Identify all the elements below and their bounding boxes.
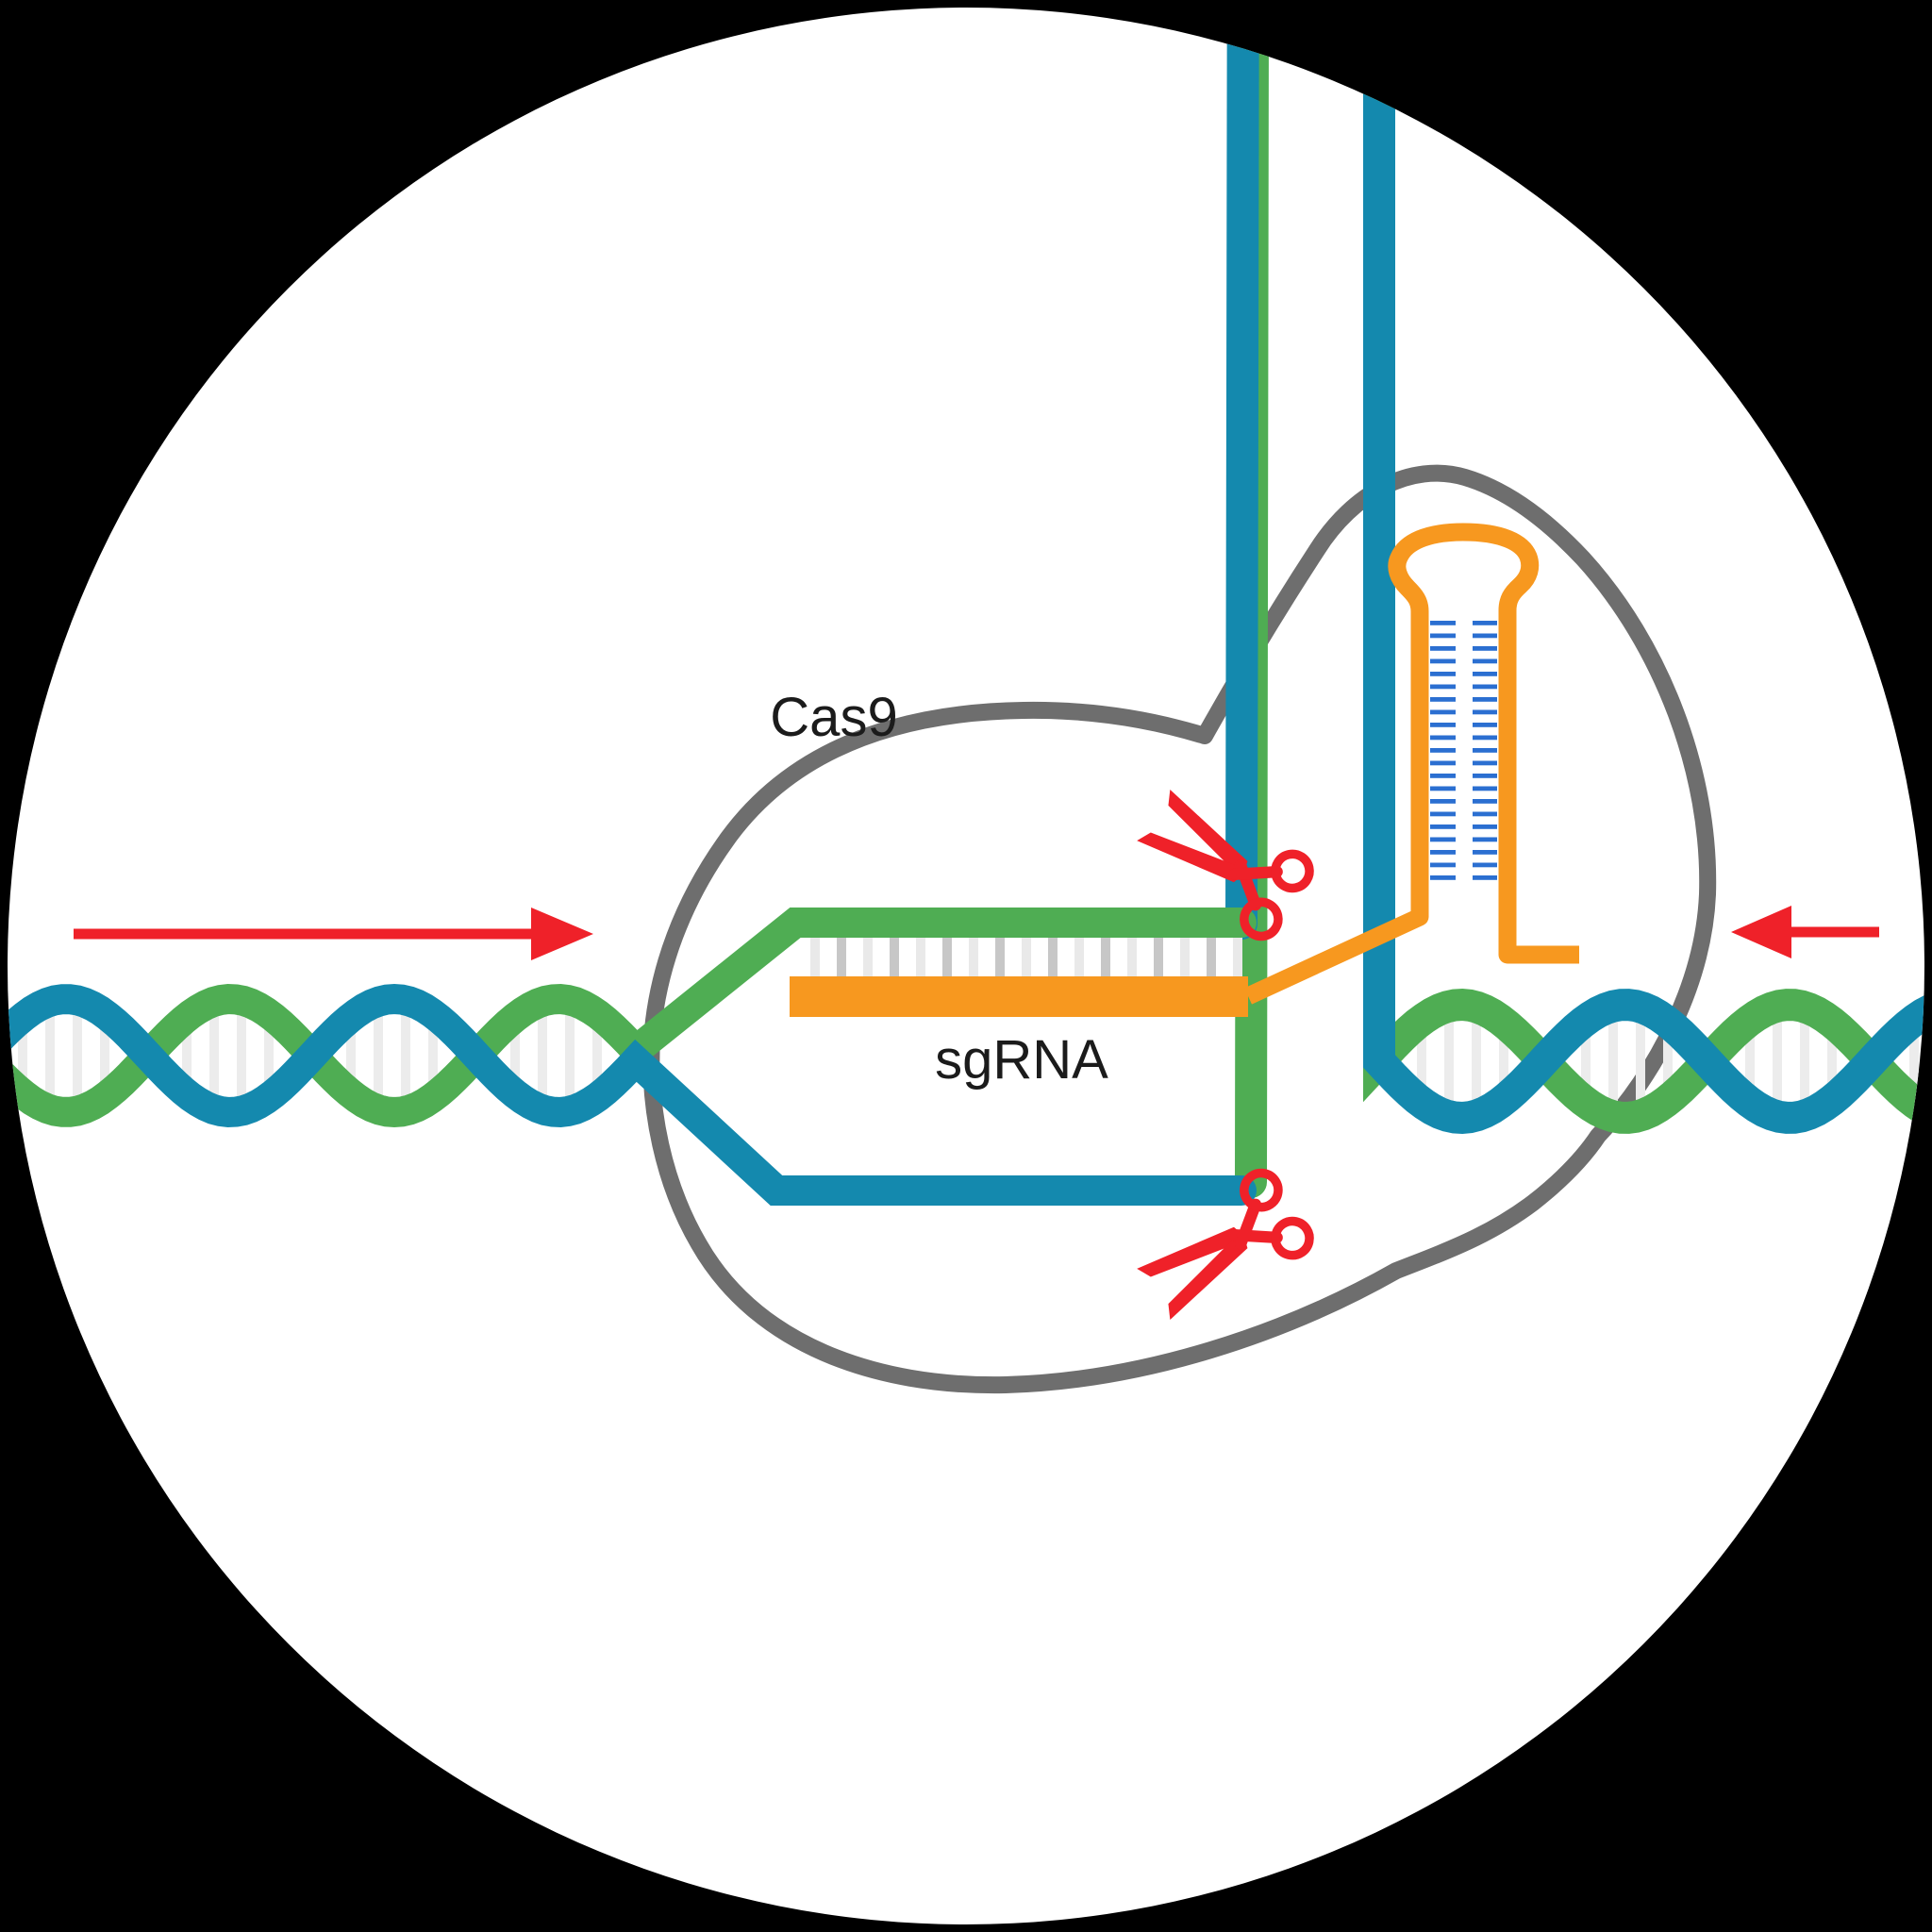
dna-strand-teal-right	[1225, 8, 1924, 1135]
sgrna-hairpin-rungs	[1430, 621, 1497, 880]
sgrna-hairpin	[1244, 523, 1579, 1005]
cas9-protein-outline	[642, 464, 1717, 1394]
sgrna-label: sgRNA	[935, 1029, 1108, 1091]
cas9-label: Cas9	[770, 687, 897, 748]
scissors-icon	[1137, 1168, 1314, 1321]
sgrna-spacer-bar	[790, 976, 1248, 1017]
arrow-right-icon	[74, 908, 593, 960]
sgrna-dna-basepair-rungs	[810, 924, 1242, 986]
circle-background	[8, 8, 1924, 1924]
dna-strand-teal-left	[8, 983, 1257, 1206]
arrow-left-icon	[1731, 906, 1879, 958]
scissors-icon	[1137, 789, 1314, 941]
